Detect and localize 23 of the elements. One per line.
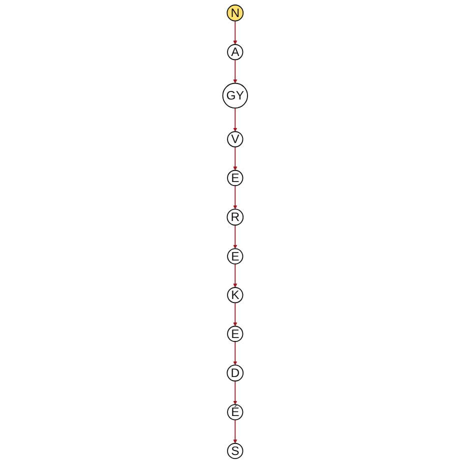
arrow xyxy=(233,185,238,210)
node-circle: GY xyxy=(222,82,248,109)
node-circle: R xyxy=(227,208,244,226)
node-circle: É xyxy=(227,404,244,420)
arrow xyxy=(233,146,238,171)
arrow xyxy=(233,224,238,249)
arrow xyxy=(233,263,238,288)
node-circle: V xyxy=(227,131,244,148)
arrow xyxy=(233,20,238,45)
node-circle: E xyxy=(227,326,244,342)
node-circle: K xyxy=(227,287,244,304)
node-circle: E xyxy=(227,248,244,264)
node-circle: A xyxy=(227,44,244,60)
arrow xyxy=(233,419,238,444)
node-circle: D xyxy=(227,364,244,382)
arrow xyxy=(233,59,238,84)
node-circle: E xyxy=(227,170,244,186)
arrow xyxy=(233,380,238,405)
arrow xyxy=(233,302,238,326)
node-circle: S xyxy=(227,442,244,460)
arrow xyxy=(233,108,238,132)
node-circle: N xyxy=(227,4,244,22)
arrow xyxy=(233,341,238,366)
